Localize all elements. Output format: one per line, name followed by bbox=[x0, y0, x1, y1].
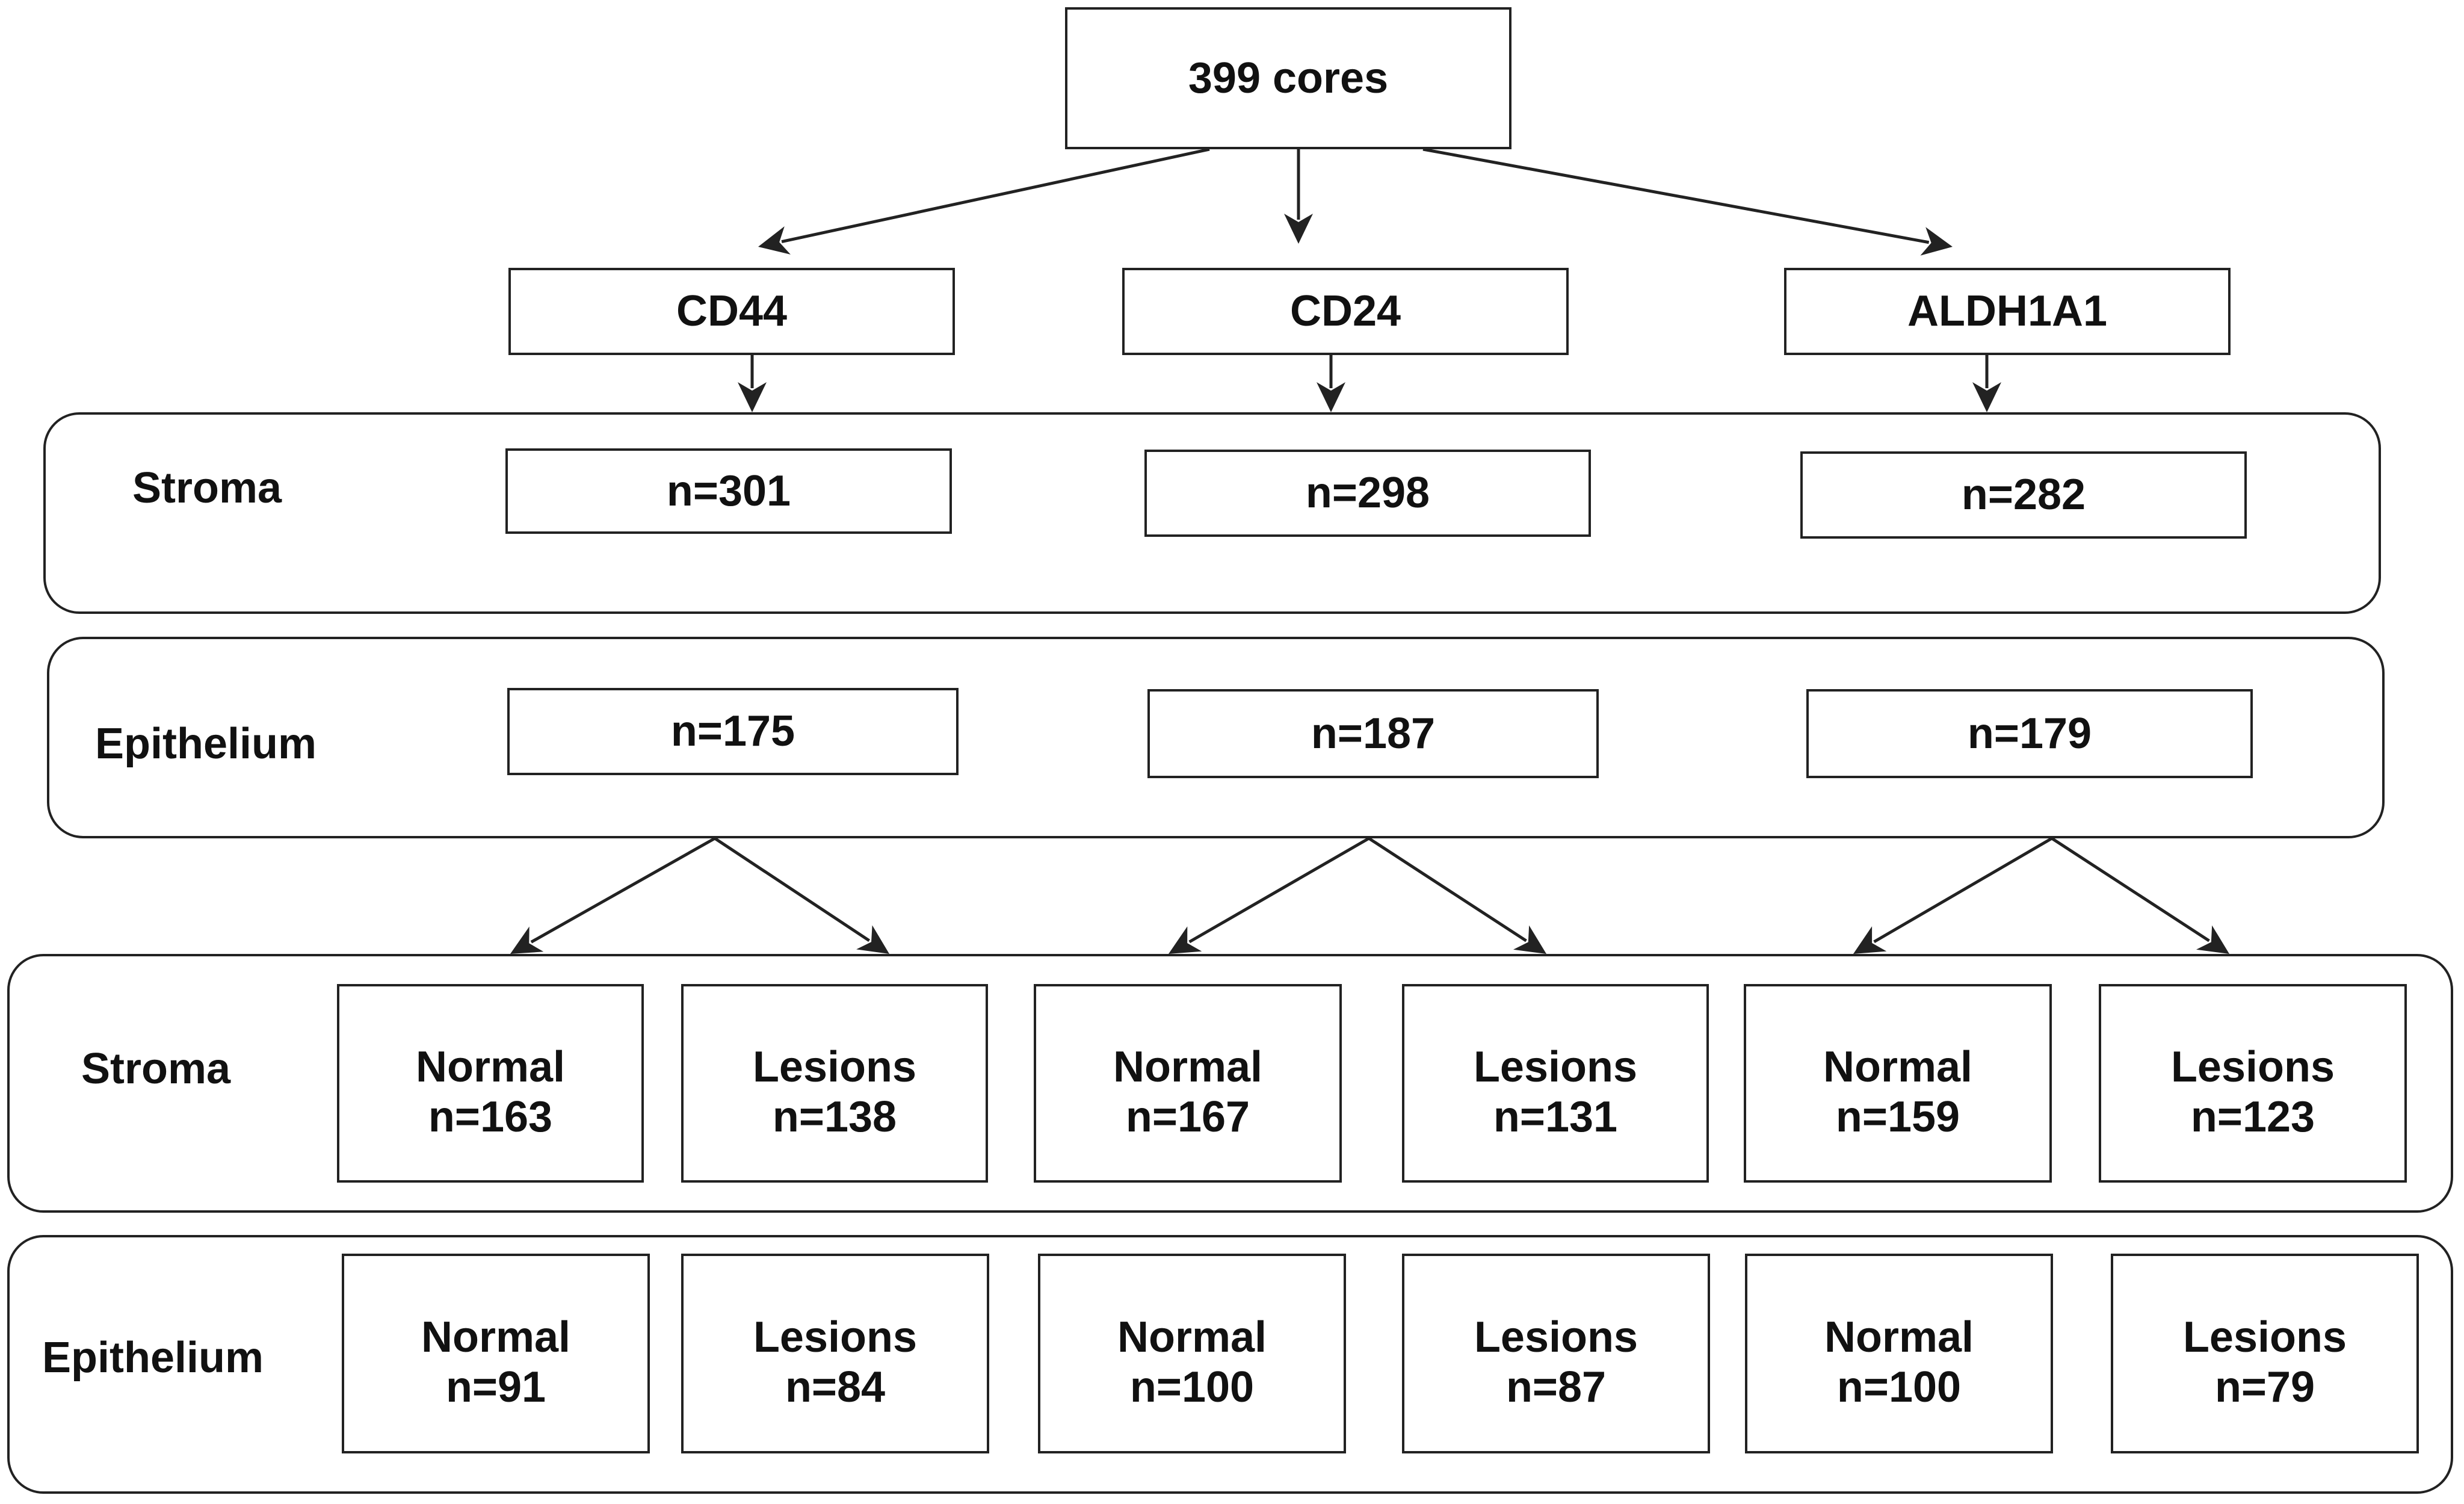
cell-count: n=100 bbox=[1129, 1363, 1255, 1411]
arrowhead bbox=[758, 226, 791, 255]
epithelium-cd24-lesions: Lesions n=87 bbox=[1402, 1254, 1710, 1453]
epithelium-split-label: Epithelium bbox=[42, 1334, 264, 1382]
arrow-line bbox=[530, 837, 716, 944]
arrow-line bbox=[2051, 837, 2210, 942]
cell-count: n=84 bbox=[785, 1363, 886, 1411]
arrow-root-to-cd44 bbox=[758, 147, 1210, 255]
count-label: n=187 bbox=[1311, 709, 1436, 758]
arrowhead bbox=[510, 926, 544, 954]
cell-type: Lesions bbox=[1474, 1313, 1638, 1362]
arrow-line bbox=[714, 837, 871, 942]
cell-type: Lesions bbox=[753, 1313, 918, 1362]
stroma-aldh1a1-normal: Normal n=159 bbox=[1744, 984, 2052, 1183]
arrow-cd24-to-stroma bbox=[1317, 355, 1345, 412]
arrow-root-to-aldh1a1 bbox=[1422, 147, 1953, 256]
cell-type: Lesions bbox=[2170, 1043, 2335, 1092]
cell-type: Normal bbox=[1117, 1313, 1267, 1362]
cell-type: Normal bbox=[1823, 1043, 1973, 1092]
arrow-line bbox=[1188, 837, 1370, 944]
cell-count: n=159 bbox=[1835, 1093, 1960, 1141]
epithelium-cd24-normal: Normal n=100 bbox=[1038, 1254, 1346, 1453]
stroma-band-label: Stroma bbox=[132, 464, 282, 512]
stroma-split-band bbox=[7, 954, 2453, 1213]
count-label: n=301 bbox=[666, 466, 791, 515]
stroma-band bbox=[43, 412, 2381, 614]
epithelium-band bbox=[47, 637, 2385, 838]
epithelium-aldh1a1-lesions: Lesions n=79 bbox=[2111, 1254, 2419, 1453]
cell-count: n=100 bbox=[1836, 1363, 1962, 1411]
marker-box-aldh1a1: ALDH1A1 bbox=[1784, 268, 2231, 355]
stroma-cd44-normal: Normal n=163 bbox=[337, 984, 644, 1183]
arrow-line bbox=[1873, 837, 2053, 944]
cell-count: n=167 bbox=[1125, 1093, 1250, 1141]
cell-count: n=91 bbox=[445, 1363, 546, 1411]
arrow-aldh1a1-to-normal bbox=[1853, 837, 2053, 954]
cell-type: Normal bbox=[421, 1313, 571, 1362]
epithelium-count-cd24: n=187 bbox=[1147, 689, 1599, 778]
arrowhead bbox=[1972, 382, 2001, 412]
arrowhead bbox=[1284, 214, 1313, 244]
arrow-aldh1a1-to-stroma bbox=[1972, 355, 2001, 412]
arrow-cd24-to-normal bbox=[1169, 837, 1370, 954]
arrow-cd44-to-normal bbox=[510, 837, 716, 954]
marker-box-cd24: CD24 bbox=[1122, 268, 1569, 355]
stroma-aldh1a1-lesions: Lesions n=123 bbox=[2099, 984, 2407, 1183]
cell-type: Lesions bbox=[1473, 1043, 1638, 1092]
count-label: n=298 bbox=[1305, 469, 1430, 518]
arrowhead bbox=[1513, 925, 1546, 954]
stroma-count-cd24: n=298 bbox=[1144, 450, 1591, 537]
epithelium-count-cd44: n=175 bbox=[507, 688, 959, 775]
arrowhead bbox=[856, 925, 889, 954]
stroma-cd24-lesions: Lesions n=131 bbox=[1402, 984, 1709, 1183]
cell-type: Normal bbox=[1824, 1313, 1974, 1362]
arrowhead bbox=[1853, 926, 1887, 954]
epithelium-aldh1a1-normal: Normal n=100 bbox=[1745, 1254, 2053, 1453]
cell-count: n=123 bbox=[2190, 1093, 2315, 1141]
arrowhead bbox=[2196, 925, 2229, 954]
cell-type: Normal bbox=[415, 1043, 566, 1092]
arrow-line bbox=[1422, 147, 1930, 244]
cell-type: Lesions bbox=[2182, 1313, 2347, 1362]
arrow-cd44-to-lesions bbox=[714, 837, 889, 954]
arrowhead bbox=[738, 382, 767, 412]
arrow-line bbox=[1368, 837, 1527, 942]
marker-label: ALDH1A1 bbox=[1907, 287, 2108, 336]
marker-box-cd44: CD44 bbox=[508, 268, 955, 355]
cell-type: Lesions bbox=[752, 1043, 917, 1092]
stroma-cd44-lesions: Lesions n=138 bbox=[681, 984, 988, 1183]
cell-count: n=138 bbox=[772, 1093, 897, 1141]
stroma-count-aldh1a1: n=282 bbox=[1800, 451, 2247, 539]
stroma-split-label: Stroma bbox=[81, 1045, 231, 1093]
arrowhead bbox=[1920, 227, 1953, 256]
cell-type: Normal bbox=[1113, 1043, 1263, 1092]
marker-label: CD24 bbox=[1289, 287, 1401, 336]
count-label: n=179 bbox=[1967, 709, 2092, 758]
cell-count: n=79 bbox=[2214, 1363, 2315, 1411]
epithelium-cd44-normal: Normal n=91 bbox=[342, 1254, 650, 1453]
stroma-cd24-normal: Normal n=167 bbox=[1034, 984, 1342, 1183]
arrowhead bbox=[1317, 382, 1345, 412]
arrowhead bbox=[1169, 926, 1202, 954]
arrow-cd44-to-stroma bbox=[738, 355, 767, 412]
cell-count: n=163 bbox=[428, 1093, 553, 1141]
arrow-aldh1a1-to-lesions bbox=[2051, 837, 2229, 954]
count-label: n=175 bbox=[670, 707, 795, 756]
marker-label: CD44 bbox=[676, 287, 788, 336]
root-box: 399 cores bbox=[1065, 7, 1511, 149]
count-label: n=282 bbox=[1961, 471, 2086, 519]
arrow-line bbox=[781, 147, 1210, 243]
arrow-root-to-cd24 bbox=[1284, 149, 1313, 244]
stroma-count-cd44: n=301 bbox=[505, 448, 952, 534]
epithelium-cd44-lesions: Lesions n=84 bbox=[681, 1254, 989, 1453]
cell-count: n=131 bbox=[1493, 1093, 1618, 1141]
cell-count: n=87 bbox=[1505, 1363, 1607, 1411]
epithelium-band-label: Epithelium bbox=[95, 720, 317, 768]
root-label: 399 cores bbox=[1188, 54, 1389, 102]
epithelium-count-aldh1a1: n=179 bbox=[1806, 689, 2253, 778]
arrow-cd24-to-lesions bbox=[1368, 837, 1546, 954]
epithelium-split-band bbox=[7, 1235, 2453, 1494]
